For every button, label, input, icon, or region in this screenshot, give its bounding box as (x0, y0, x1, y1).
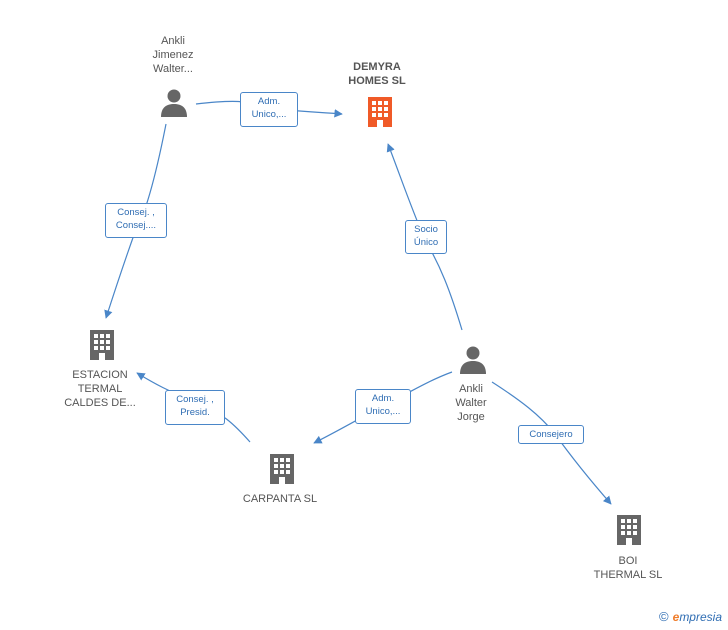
node-label-line: CALDES DE... (64, 397, 136, 409)
building-icon (270, 454, 294, 484)
node-label-line: Ankli (161, 35, 185, 47)
node-boi-thermal[interactable]: BOI THERMAL SL (580, 554, 676, 582)
node-label-line: THERMAL SL (593, 569, 663, 581)
building-icon (617, 515, 641, 545)
brand-name: mpresia (679, 610, 722, 624)
node-estacion-termal[interactable]: ESTACION TERMAL CALDES DE... (50, 368, 150, 410)
edge-label-line: Consej. , (176, 394, 214, 405)
node-ankli-walter[interactable]: Ankli Walter Jorge (436, 382, 506, 424)
node-label-line: HOMES SL (348, 75, 406, 87)
brand-logo: ©empresia (659, 609, 722, 624)
node-label-line: Jimenez (152, 49, 194, 61)
edge-label-line: Unico,... (365, 406, 401, 417)
building-icon-highlight (368, 97, 392, 127)
edge-label-line: Unico,... (251, 109, 287, 120)
copyright-icon: © (659, 609, 669, 624)
node-ankli-jimenez[interactable]: Ankli Jimenez Walter... (128, 34, 218, 76)
node-carpanta[interactable]: CARPANTA SL (230, 492, 330, 506)
edge-label-consej-presid[interactable]: Consej. , Presid. (165, 390, 225, 425)
edge-label-line: Consej. , (117, 207, 155, 218)
edge-label-line: Adm. (257, 96, 281, 107)
edge-label-line: Presid. (180, 407, 210, 418)
node-label-line: Jorge (457, 411, 485, 423)
edge-label-consej-estacion[interactable]: Consej. , Consej.... (105, 203, 167, 238)
brand-letter: e (672, 610, 680, 624)
node-label-line: ESTACION (72, 369, 128, 381)
person-icon (460, 346, 486, 374)
node-label-line: Walter (455, 397, 487, 409)
edge-label-adm-carpanta[interactable]: Adm. Unico,... (355, 389, 411, 424)
node-label-line: DEMYRA (353, 61, 401, 73)
edge-label-consejero[interactable]: Consejero (518, 425, 584, 444)
node-label-line: TERMAL (77, 383, 123, 395)
node-label-line: Walter... (153, 63, 193, 75)
node-label-line: BOI (618, 555, 638, 567)
node-label-line: Ankli (459, 383, 483, 395)
building-icon (90, 330, 114, 360)
edge-label-line: Consej.... (115, 220, 157, 231)
edge-label-line: Único (413, 237, 439, 248)
edge-label-socio-unico[interactable]: Socio Único (405, 220, 447, 254)
person-icon (161, 89, 187, 117)
edge-label-line: Socio (414, 224, 438, 235)
edge-label-line: Consejero (529, 429, 573, 440)
node-demyra-homes[interactable]: DEMYRA HOMES SL (330, 60, 424, 88)
node-label-line: CARPANTA SL (242, 493, 318, 505)
edge-label-line: Adm. (371, 393, 395, 404)
edge-label-adm-demyra[interactable]: Adm. Unico,... (240, 92, 298, 127)
